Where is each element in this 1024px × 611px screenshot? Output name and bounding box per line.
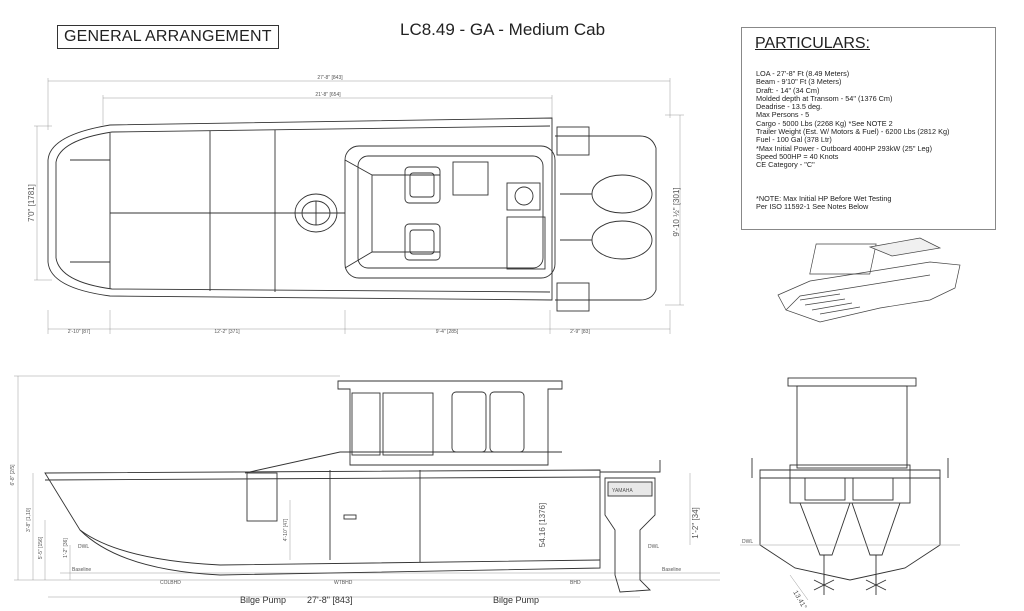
dim-segment: 2'-9" [83] xyxy=(570,329,590,335)
particulars-box: PARTICULARS: LOA - 27'-8" Ft (8.49 Meter… xyxy=(741,27,996,230)
rear-view xyxy=(740,377,960,601)
propeller-icon xyxy=(865,575,887,595)
profile-hull-outline xyxy=(44,469,601,576)
particulars-list: LOA - 27'-8" Ft (8.49 Meters) Beam - 9'1… xyxy=(756,69,950,170)
dim-profile: 4'-10" [47] xyxy=(283,518,289,541)
outboard-motor-icon xyxy=(591,174,653,214)
seat-icon xyxy=(404,166,441,204)
plan-hull-outline xyxy=(47,117,553,301)
drawing-title: LC8.49 - GA - Medium Cab xyxy=(400,20,606,39)
seat-icon xyxy=(404,223,441,261)
profile-length-label: 27'-8" [843] xyxy=(307,595,352,605)
particulars-heading: PARTICULARS: xyxy=(755,35,870,52)
dim-transom-depth: 54.16 [1376] xyxy=(538,503,547,547)
note-line: *NOTE: Max Initial HP Before Wet Testing xyxy=(756,194,892,203)
isometric-view xyxy=(777,237,961,323)
particular-line: Beam - 9'10" Ft (3 Meters) xyxy=(756,77,842,87)
dim-segment: 12'-2" [371] xyxy=(214,329,240,335)
baseline-label: Baseline xyxy=(662,567,681,573)
particular-line: CE Category - "C" xyxy=(756,160,815,170)
profile-labels: 6'-8" [2/5] 3'-8" [1,10] 5'-5" [156] 1'-… xyxy=(10,464,700,605)
dwl-label: DWL xyxy=(78,544,89,550)
dim-segment: 9'-4" [285] xyxy=(436,329,459,335)
bilge-pump-label: Bilge Pump xyxy=(240,595,286,605)
rear-dwl-label: DWL xyxy=(742,539,753,545)
particular-line: Draft: - 14" (34 Cm) xyxy=(756,85,820,95)
iso-hull xyxy=(777,261,961,323)
motor-brand-label: YAMAHA xyxy=(612,488,633,494)
rear-labels: DWL 13.41° xyxy=(742,539,808,611)
bulkhead-label: BHD xyxy=(570,580,581,586)
rear-cab-roof xyxy=(787,377,917,387)
dim-overall-height: 6'-8" [2/5] xyxy=(10,464,16,486)
profile-dimensions xyxy=(14,375,720,598)
dim-profile: 3'-8" [1,10] xyxy=(26,507,32,531)
dim-overall-length: 27'-8" [843] xyxy=(317,75,343,81)
dim-plan-width: 7'0" [1781] xyxy=(27,184,36,222)
propeller-icon xyxy=(813,575,835,595)
helm-wheel-icon xyxy=(514,186,534,206)
plan-dimensions xyxy=(34,78,684,334)
particular-line: Molded depth at Transom - 54" (1376 Cm) xyxy=(756,93,893,103)
general-arrangement-label: GENERAL ARRANGEMENT xyxy=(57,25,279,49)
dim-draft: 1'-2" [34] xyxy=(691,507,700,539)
particular-line: Speed 500HP = 40 Knots xyxy=(756,151,839,161)
rear-hull-outline xyxy=(759,469,941,581)
particulars-note: *NOTE: Max Initial HP Before Wet Testing… xyxy=(756,194,892,212)
dim-inner-length: 21'-8" [654] xyxy=(315,92,341,98)
particular-line: Fuel - 100 Gal (378 Ltr) xyxy=(756,135,832,145)
forward-hatch-icon xyxy=(294,193,338,233)
cab-roof-outline xyxy=(344,145,556,279)
profile-cab xyxy=(337,380,563,466)
note-line: Per ISO 11592-1 See Notes Below xyxy=(756,202,869,212)
dim-profile: 5'-5" [156] xyxy=(38,536,44,559)
particular-line: *Max Initial Power - Outboard 400HP 293k… xyxy=(756,143,933,153)
baseline-label: Baseline xyxy=(72,567,91,573)
plan-dimension-labels: 27'-8" [843] 21'-8" [654] 7'0" [1781] 9'… xyxy=(27,75,681,335)
watertight-bulkhead-label: WTBHD xyxy=(334,580,353,586)
dwl-label: DWL xyxy=(648,544,659,550)
profile-view xyxy=(14,375,720,598)
dim-profile: 1'-2" [36] xyxy=(63,538,69,558)
deadrise-angle-label: 13.41° xyxy=(791,589,808,611)
locker-hatch xyxy=(506,216,546,270)
collision-bulkhead-label: COLBHD xyxy=(160,580,181,586)
dim-beam: 9'-10 ½" [301] xyxy=(672,187,681,236)
bilge-pump-label: Bilge Pump xyxy=(493,595,539,605)
plan-view xyxy=(34,78,684,334)
particular-line: Deadrise - 13.5 deg. xyxy=(756,102,823,112)
particular-line: Trailer Weight (Est. W/ Motors & Fuel) -… xyxy=(756,127,950,137)
outboard-motor-icon xyxy=(591,220,653,260)
particular-line: LOA - 27'-8" Ft (8.49 Meters) xyxy=(756,69,850,78)
dim-segment: 2'-10" [87] xyxy=(68,329,91,335)
profile-outboard-motor xyxy=(604,477,656,593)
locker-hatch xyxy=(452,161,489,196)
particular-line: Max Persons - 5 xyxy=(756,110,810,120)
particular-line: Cargo - 5000 Lbs (2268 Kg) *See NOTE 2 xyxy=(756,118,893,128)
